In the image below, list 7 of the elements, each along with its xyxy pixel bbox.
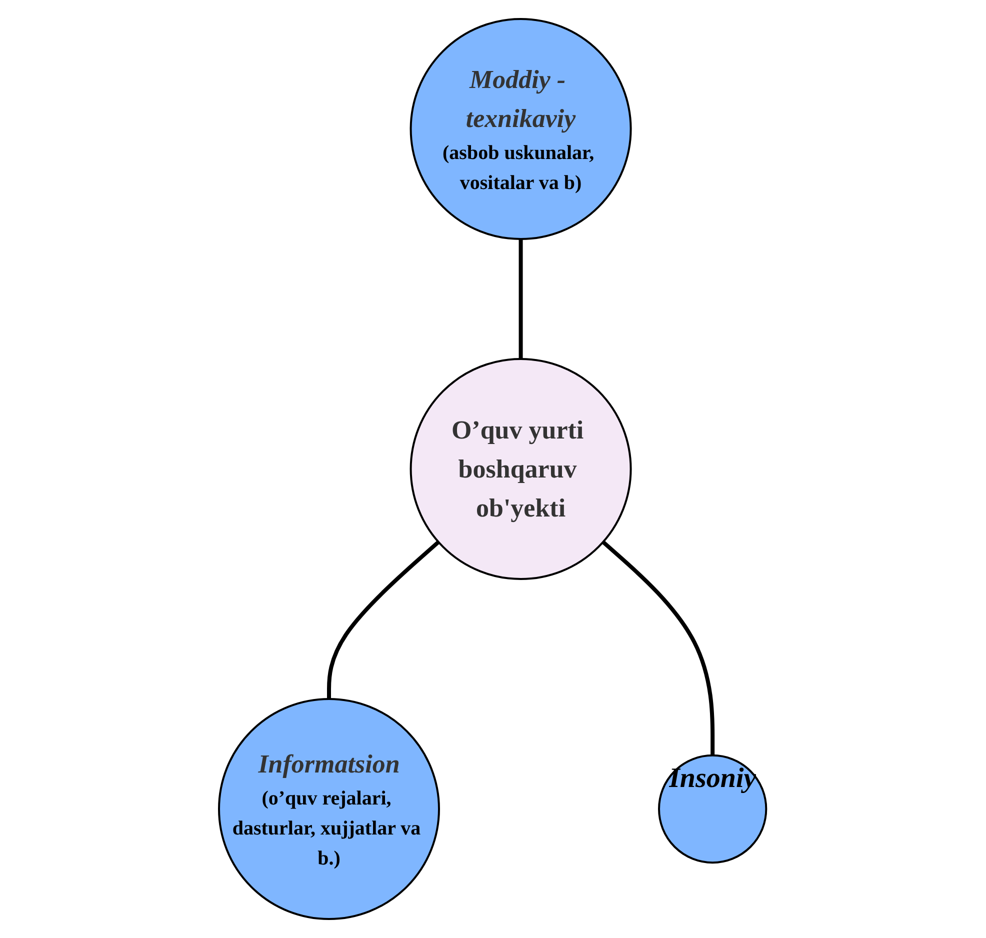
connector [602,540,715,756]
node-circle: O’quv yurti boshqaruv ob'yekti [410,358,632,580]
node-circle: Insoniy [658,754,768,864]
node-circle: Moddiy - texnikaviy (asbob uskunalar, vositalar va b) [410,18,632,240]
node-circle: Informatsion (o’quv rejalari, dasturlar, xujjatlar va b.) [218,698,440,920]
connector [327,540,440,699]
connector [519,239,524,359]
